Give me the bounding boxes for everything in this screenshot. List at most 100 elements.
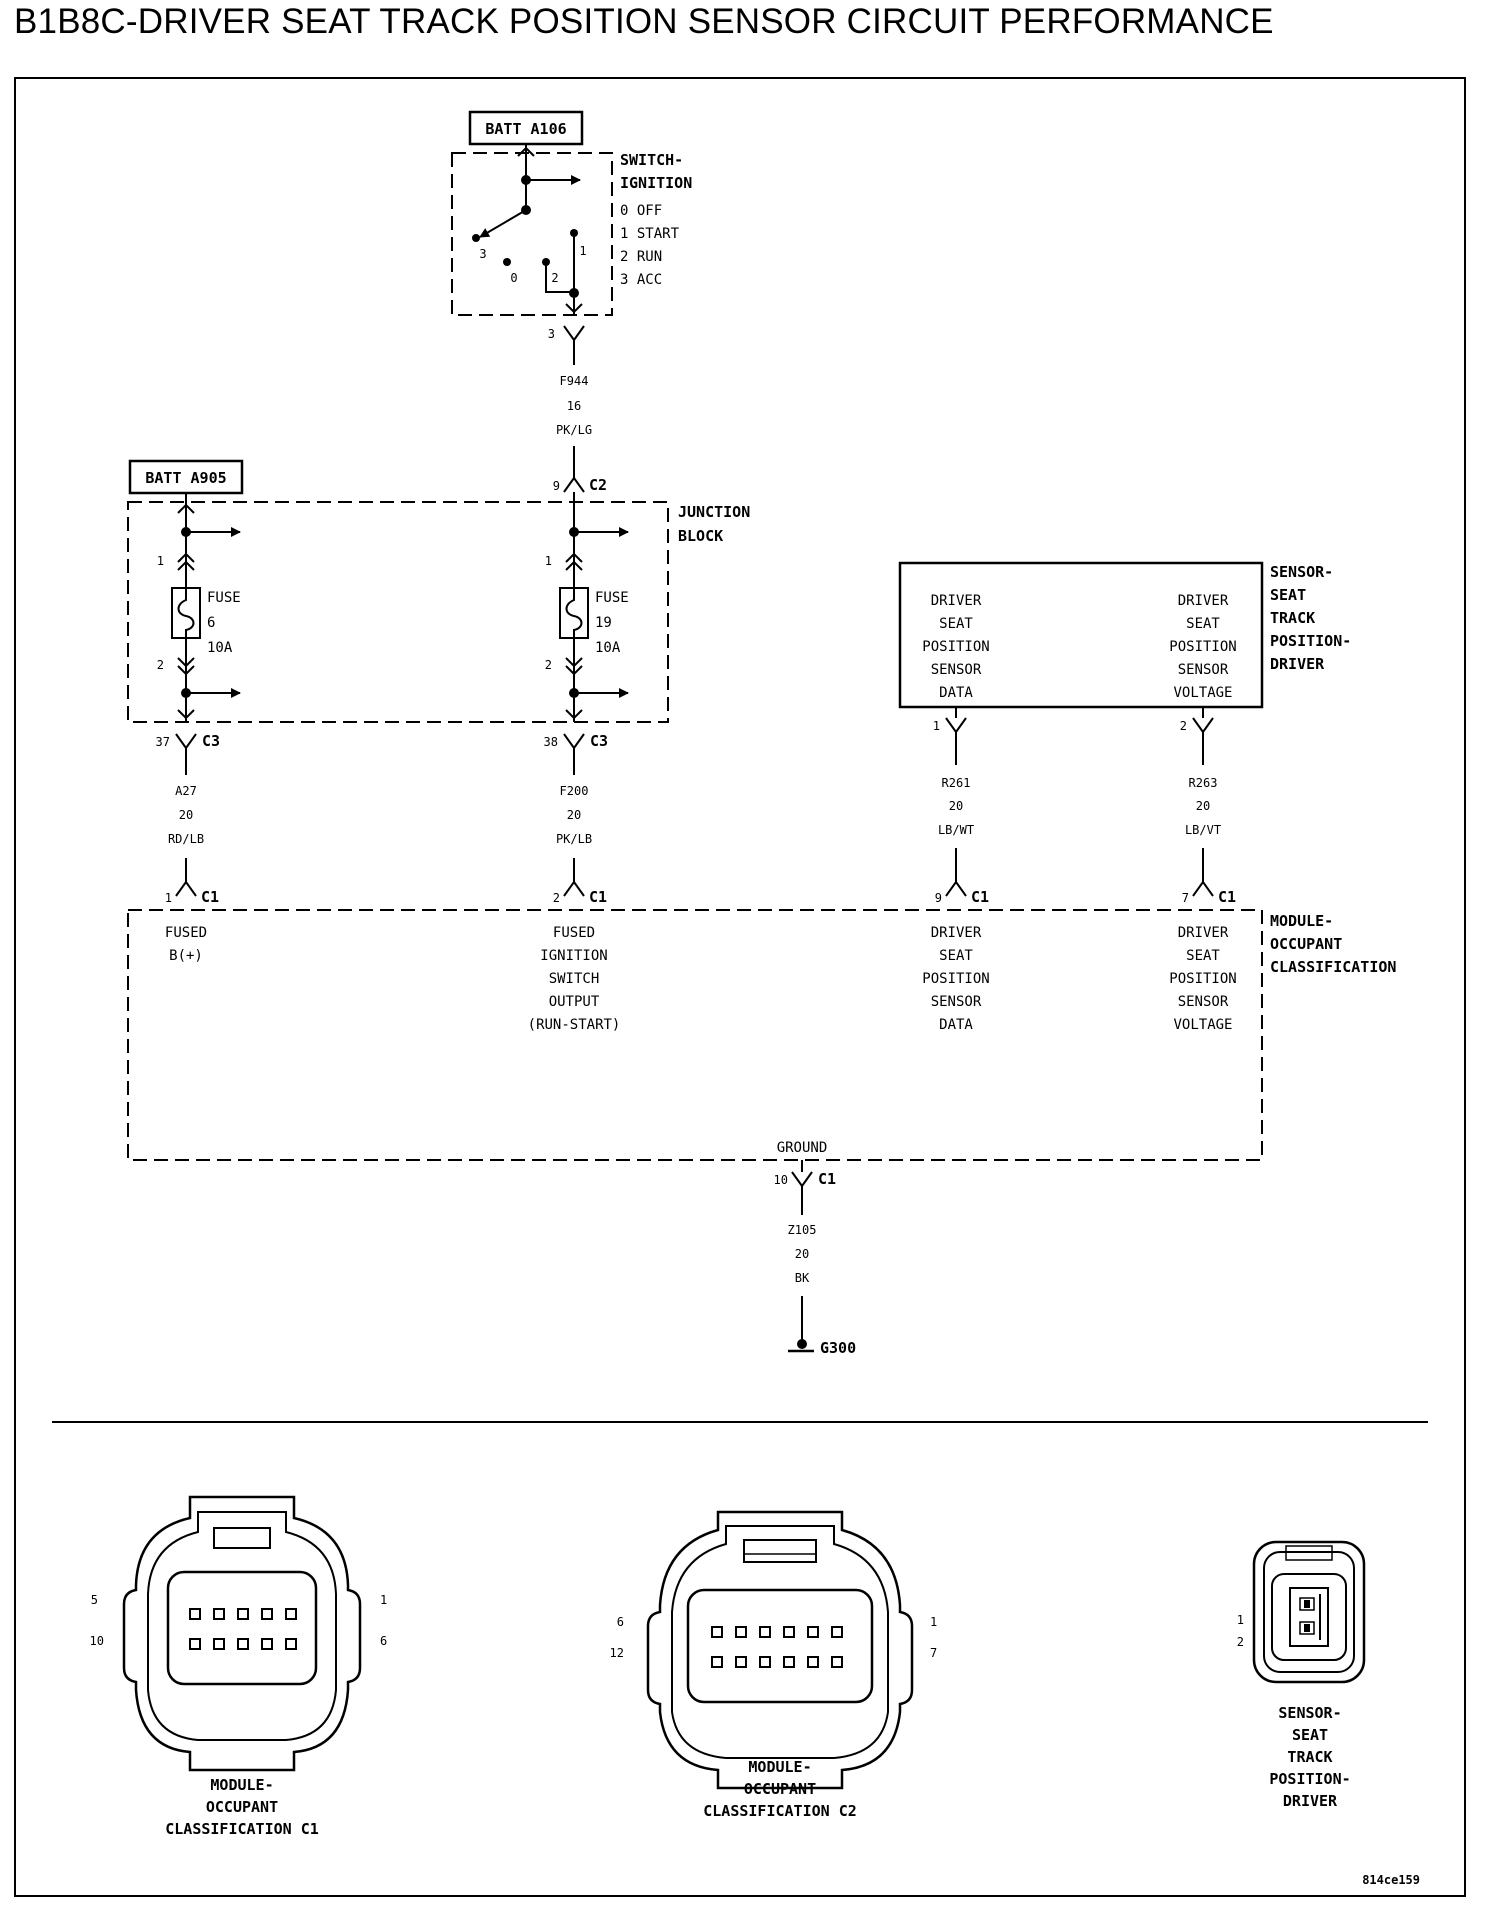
- switch-output-pin: 3: [548, 327, 555, 341]
- module-pin1-number: 1: [165, 891, 172, 905]
- switch-pos-acc: 3 ACC: [620, 272, 662, 288]
- switch-blade: [479, 209, 527, 238]
- connector-c2-view: [646, 1510, 914, 1790]
- module-pin7-number: 7: [1182, 891, 1189, 905]
- sensor-pin1-connector: [945, 717, 967, 734]
- module-name-line2: OCCUPANT: [1270, 935, 1342, 953]
- module-pin9-connector-label: C1: [971, 888, 989, 906]
- module-c1-pin7-connector: [1192, 880, 1214, 897]
- wire-f200-gauge: 20: [567, 808, 581, 822]
- module-ground-connector: [791, 1171, 813, 1188]
- fuse-6-label: FUSE: [207, 590, 241, 606]
- module-pin-text: SENSOR: [1178, 994, 1229, 1010]
- contact-acc: [472, 234, 480, 242]
- module-ground-pin: 10: [774, 1173, 788, 1187]
- wire-a27-color: RD/LB: [168, 832, 204, 846]
- jb-c2-connector: [563, 476, 585, 493]
- c1-pin-10: 10: [90, 1634, 104, 1648]
- sensor-conn-pin-2: 2: [1237, 1635, 1244, 1649]
- jb-name-line2: BLOCK: [678, 527, 723, 545]
- figure-id: 814ce159: [1362, 1873, 1420, 1887]
- sensor-box: [898, 561, 1264, 709]
- module-pin-text: SEAT: [1186, 948, 1220, 964]
- fuse-6-rating: 10A: [207, 640, 233, 656]
- sensor-voltage-line: SEAT: [1186, 616, 1220, 632]
- term-0: 0: [510, 271, 517, 285]
- fuse-19-label: FUSE: [595, 590, 629, 606]
- term-3: 3: [479, 247, 486, 261]
- c1-pin-1: 1: [380, 1593, 387, 1607]
- term-1: 1: [579, 244, 586, 258]
- wire-z105-code: Z105: [788, 1223, 817, 1237]
- sensor-data-text: DRIVER SEAT POSITION SENSOR DATA: [922, 593, 989, 701]
- sensor-data-line: SENSOR: [931, 662, 982, 678]
- sensor-pin2-connector: [1192, 717, 1214, 734]
- wire-a27-gauge: 20: [179, 808, 193, 822]
- sensor-pin2: 2: [1180, 719, 1187, 733]
- fuse-19-number: 19: [595, 615, 612, 631]
- c2-pin-1: 1: [930, 1615, 937, 1629]
- wire-r261-color: LB/WT: [938, 823, 974, 837]
- sensor-name-line2: SEAT: [1270, 586, 1306, 604]
- connector-c1-view: [122, 1495, 362, 1772]
- sensor-voltage-line: DRIVER: [1178, 593, 1229, 609]
- module-pin-text: OUTPUT: [549, 994, 600, 1010]
- switch-pos-run: 2 RUN: [620, 249, 662, 265]
- c1-pin-6: 6: [380, 1634, 387, 1648]
- module-c1-pin1-connector: [175, 880, 197, 897]
- c1-caption-line2: OCCUPANT: [206, 1798, 278, 1816]
- module-pin-text: SEAT: [939, 948, 973, 964]
- module-pin2-function: FUSED IGNITION SWITCH OUTPUT (RUN-START): [528, 925, 621, 1033]
- fuse-19-pin-bottom: 2: [545, 658, 552, 672]
- fuse-19-rating: 10A: [595, 640, 621, 656]
- module-pin-text: IGNITION: [540, 948, 607, 964]
- sensor-connector-view: [1252, 1540, 1366, 1684]
- sensor-pin1: 1: [933, 719, 940, 733]
- sensor-voltage-line: POSITION: [1169, 639, 1236, 655]
- jb-c3-left-label: C3: [202, 732, 220, 750]
- contact-off: [503, 258, 511, 266]
- wire-f200-code: F200: [560, 784, 589, 798]
- c1-caption-line3: CLASSIFICATION C1: [165, 1820, 319, 1838]
- junction-block-box: [127, 501, 669, 723]
- module-pin-text: FUSED: [165, 925, 207, 941]
- sensor-voltage-line: SENSOR: [1178, 662, 1229, 678]
- module-pin2-connector-label: C1: [589, 888, 607, 906]
- module-pin-text: POSITION: [1169, 971, 1236, 987]
- term-2: 2: [551, 271, 558, 285]
- module-pin-text: DATA: [939, 1017, 973, 1033]
- jb-c3-right-pin: 38: [544, 735, 558, 749]
- jb-name-line1: JUNCTION: [678, 503, 750, 521]
- sensor-caption-line5: DRIVER: [1283, 1792, 1338, 1810]
- ignition-switch-box: [451, 152, 613, 316]
- wire-r263-gauge: 20: [1196, 799, 1210, 813]
- ground-symbol: [797, 1339, 807, 1349]
- sensor-conn-pin-1: 1: [1237, 1613, 1244, 1627]
- wire-f944-gauge: 16: [567, 399, 581, 413]
- module-pin-text: DRIVER: [931, 925, 982, 941]
- batt-a905-label: BATT A905: [145, 469, 226, 487]
- module-pin-text: DRIVER: [1178, 925, 1229, 941]
- sensor-caption-line1: SENSOR-: [1278, 1704, 1341, 1722]
- sensor-data-line: POSITION: [922, 639, 989, 655]
- module-name-line3: CLASSIFICATION: [1270, 958, 1396, 976]
- sensor-voltage-line: VOLTAGE: [1173, 685, 1232, 701]
- module-c1-pin9-connector: [945, 880, 967, 897]
- sensor-data-line: SEAT: [939, 616, 973, 632]
- switch-pos-off: 0 OFF: [620, 203, 662, 219]
- module-pin-text: (RUN-START): [528, 1017, 621, 1033]
- c2-caption-line1: MODULE-: [748, 1758, 811, 1776]
- fuse-19-pin-top: 1: [545, 554, 552, 568]
- sensor-caption-line2: SEAT: [1292, 1726, 1328, 1744]
- module-pin2-number: 2: [553, 891, 560, 905]
- jb-c3-right-connector: [563, 733, 585, 750]
- switch-output-connector: [563, 325, 585, 342]
- module-ground-connector-label: C1: [818, 1170, 836, 1188]
- wire-r263-code: R263: [1189, 776, 1218, 790]
- module-pin1-connector-label: C1: [201, 888, 219, 906]
- wire-f944-code: F944: [560, 374, 589, 388]
- module-pin7-function: DRIVER SEAT POSITION SENSOR VOLTAGE: [1169, 925, 1236, 1033]
- switch-name-line2: IGNITION: [620, 174, 692, 192]
- page-title: B1B8C-DRIVER SEAT TRACK POSITION SENSOR …: [14, 2, 1274, 41]
